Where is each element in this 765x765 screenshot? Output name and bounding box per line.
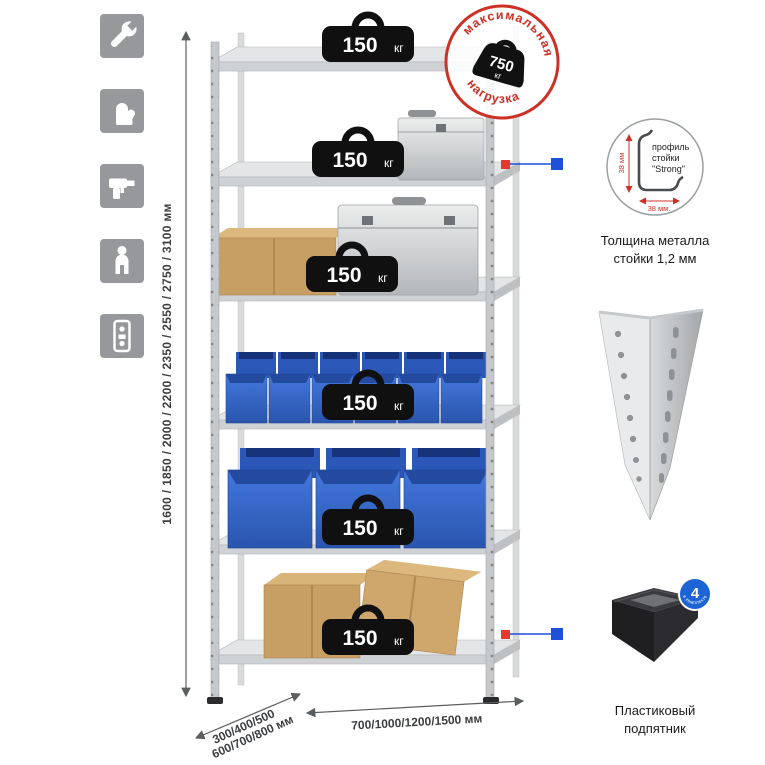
plastic-foot bbox=[207, 697, 223, 704]
gloves-icon bbox=[100, 89, 144, 133]
foot-caption-line2: подпятник bbox=[624, 720, 686, 736]
profile-dim-vertical: 38 мм bbox=[617, 153, 626, 174]
depth-dimension: 300/400/500 600/700/800 мм bbox=[194, 692, 302, 761]
level-icon bbox=[100, 314, 144, 358]
callout-marker-blue bbox=[551, 158, 563, 170]
profile-label-1: профиль bbox=[652, 142, 690, 152]
height-dimension: 1600 / 1850 / 2000 / 2200 / 2350 / 2550 … bbox=[160, 30, 191, 698]
count-badge-value: 4 bbox=[691, 585, 700, 602]
callout-marker-blue bbox=[551, 628, 563, 640]
stamp-value: 750 bbox=[487, 53, 516, 76]
wrench-icon bbox=[100, 14, 144, 58]
post-detail bbox=[598, 308, 704, 521]
width-dimension: 700/1000/1200/1500 мм bbox=[305, 696, 525, 733]
stamp-unit: кг bbox=[493, 70, 502, 81]
foot-caption-line1: Пластиковый bbox=[614, 703, 696, 718]
rack bbox=[207, 15, 522, 704]
storage-bins-large bbox=[227, 448, 489, 549]
profile-label-3: "Strong" bbox=[652, 164, 685, 174]
foot-caption: Пластиковый подпятник bbox=[580, 702, 730, 737]
height-dimension-label: 1600 / 1850 / 2000 / 2200 / 2350 / 2550 … bbox=[160, 203, 174, 524]
person-icon bbox=[100, 239, 144, 283]
profile-dim-horizontal: 38 мм. bbox=[648, 204, 671, 213]
upright-post bbox=[512, 24, 520, 678]
count-badge: 4 в комплекте bbox=[678, 577, 712, 611]
profile-label-2: стойки bbox=[652, 153, 680, 163]
profile-caption-line2: стойки 1,2 мм bbox=[613, 250, 697, 266]
shelf-load-badge bbox=[322, 15, 414, 62]
callout-marker-red bbox=[501, 160, 510, 169]
profile-caption-line1: Толщина металла bbox=[600, 233, 710, 248]
aluminum-case bbox=[397, 110, 485, 181]
callout-bottom bbox=[501, 628, 563, 640]
callout-marker-red bbox=[501, 630, 510, 639]
shelf-load-badge bbox=[312, 130, 404, 177]
drill-icon bbox=[100, 164, 144, 208]
profile-drawing bbox=[637, 129, 684, 192]
profile-caption: Толщина металла стойки 1,2 мм bbox=[580, 232, 730, 267]
profile-detail: 38 мм 38 мм. профиль стойки "Strong" bbox=[606, 118, 704, 216]
foot-detail: 4 в комплекте bbox=[612, 577, 712, 662]
callout-top bbox=[501, 158, 563, 170]
stamp-weight-handle bbox=[496, 39, 517, 51]
max-load-stamp: максимальная нагрузка 750 кг bbox=[444, 0, 565, 120]
width-dimension-label: 700/1000/1200/1500 мм bbox=[351, 711, 483, 732]
post-holes bbox=[614, 327, 679, 483]
upright-post bbox=[207, 41, 223, 704]
stamp-weight-body bbox=[472, 43, 525, 88]
